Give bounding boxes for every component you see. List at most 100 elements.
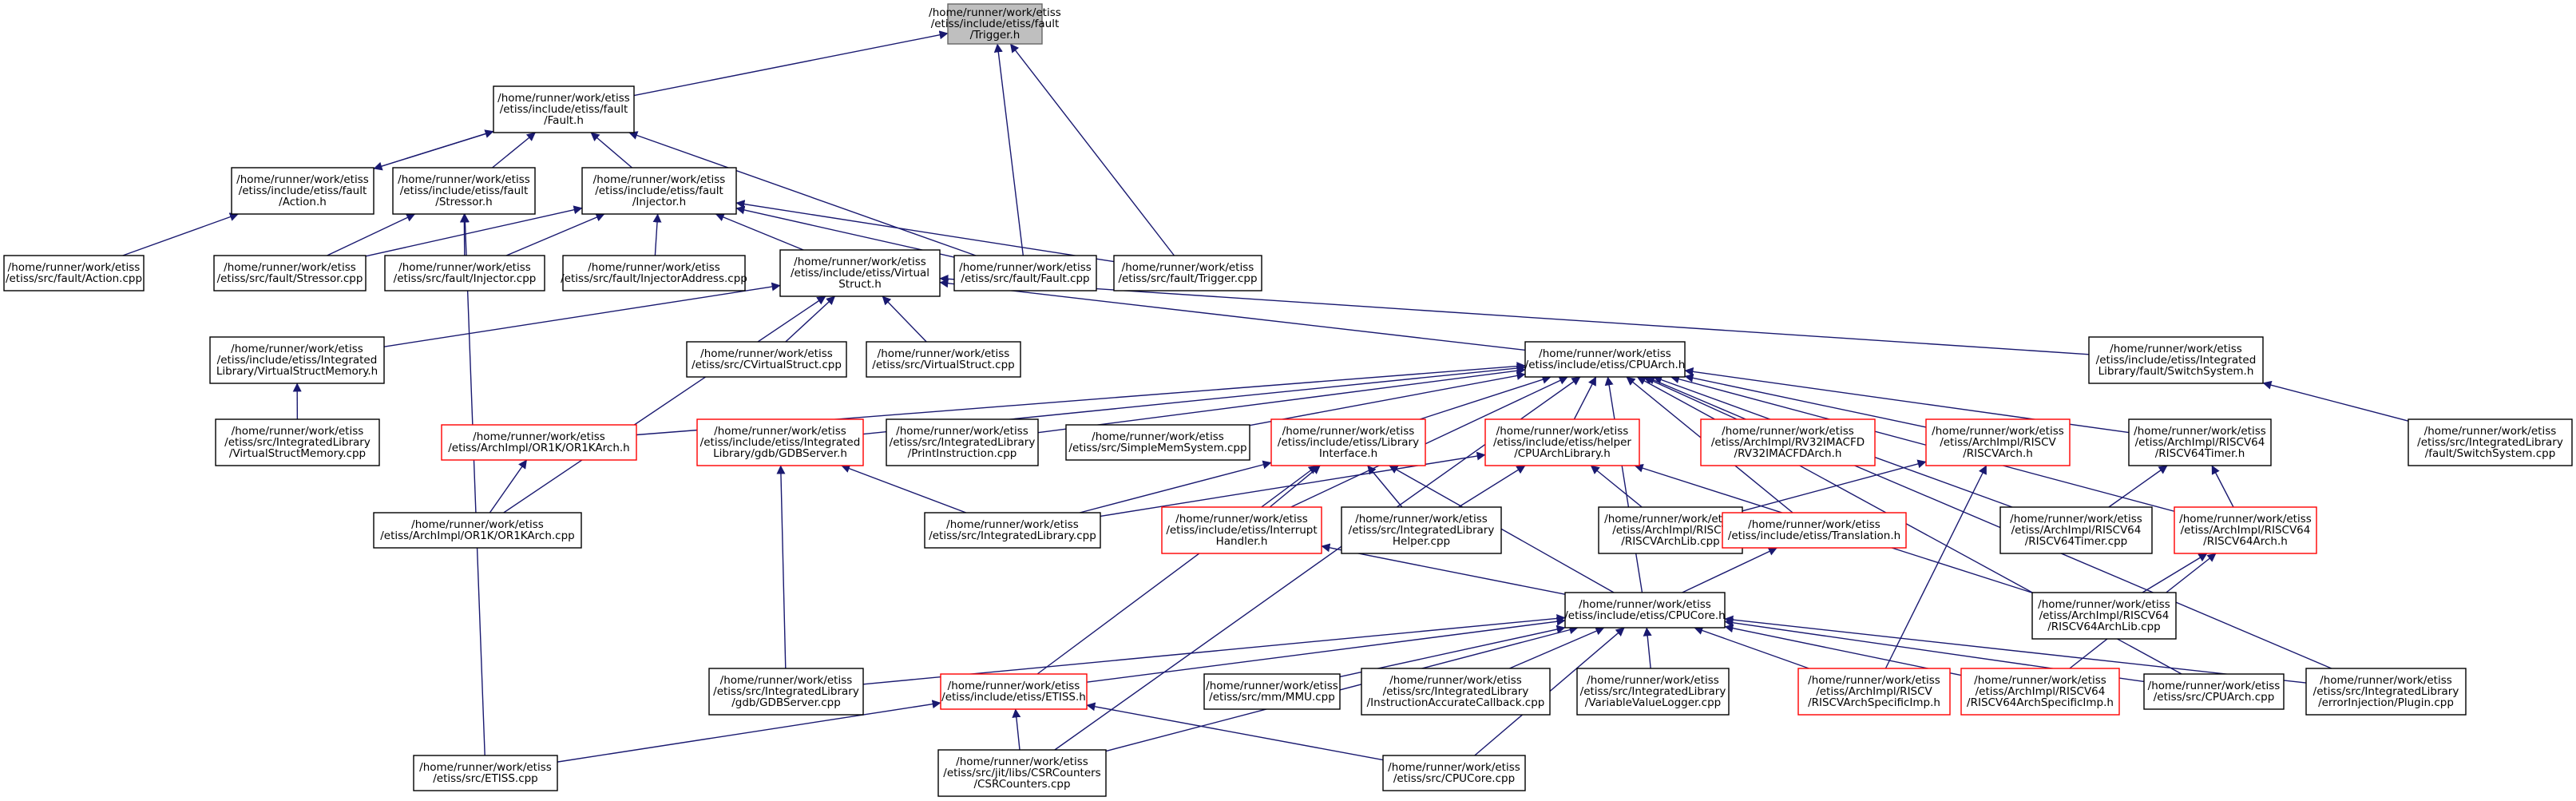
- node-label-line: /etiss/include/etiss/fault: [595, 184, 723, 197]
- node-label-line: /home/runner/work/etiss: [896, 425, 1028, 438]
- node-cpuarch_h[interactable]: /home/runner/work/etiss/etiss/include/et…: [1524, 341, 1686, 378]
- node-gdbserver_h[interactable]: /home/runner/work/etiss/etiss/include/et…: [696, 418, 864, 466]
- edge-virtualstruct_h-to-injector_h: [715, 212, 804, 251]
- node-label-line: Library/gdb/GDBServer.h: [713, 447, 847, 460]
- node-vsmemory_cpp[interactable]: /home/runner/work/etiss/etiss/src/Integr…: [215, 418, 380, 466]
- node-riscvspecificimp_h[interactable]: /home/runner/work/etiss/etiss/ArchImpl/R…: [1797, 668, 1951, 716]
- node-box: [2128, 418, 2272, 466]
- node-injector_cpp[interactable]: /home/runner/work/etiss/etiss/src/fault/…: [384, 255, 545, 291]
- node-helper_cpp[interactable]: /home/runner/work/etiss/etiss/src/Integr…: [1341, 506, 1502, 554]
- node-label-line: Struct.h: [838, 278, 882, 291]
- node-box: [1524, 341, 1686, 378]
- edge-cvirtualstruct_cpp-to-virtualstruct_h: [785, 295, 836, 343]
- node-plugin_cpp[interactable]: /home/runner/work/etiss/etiss/src/Integr…: [2305, 668, 2467, 716]
- node-label-line: /home/runner/work/etiss: [1604, 513, 1737, 525]
- node-label-line: /etiss/include/etiss/Integrated: [217, 354, 378, 367]
- node-riscv64timer_h[interactable]: /home/runner/work/etiss/etiss/ArchImpl/R…: [2128, 418, 2272, 466]
- node-riscv64timer_cpp[interactable]: /home/runner/work/etiss/etiss/ArchImpl/R…: [1999, 506, 2153, 554]
- node-cpucore_h[interactable]: /home/runner/work/etiss/etiss/include/et…: [1564, 592, 1726, 629]
- node-etiss_cpp[interactable]: /home/runner/work/etiss/etiss/src/ETISS.…: [413, 755, 558, 791]
- node-label-line: /etiss/ArchImpl/RV32IMACFD: [1711, 436, 1865, 449]
- node-label-line: /etiss/src/CPUArch.cpp: [2154, 691, 2275, 704]
- node-cpuarchlibrary_h[interactable]: /home/runner/work/etiss/etiss/include/et…: [1484, 418, 1640, 466]
- node-riscv64archlib_cpp[interactable]: /home/runner/work/etiss/etiss/ArchImpl/R…: [2031, 592, 2177, 640]
- node-translation_h[interactable]: /home/runner/work/etiss/etiss/include/et…: [1722, 512, 1907, 549]
- node-label-line: /CSRCounters.cpp: [973, 778, 1070, 791]
- node-vsmemory_h[interactable]: /home/runner/work/etiss/etiss/include/et…: [209, 336, 385, 384]
- node-csrcounters_cpp[interactable]: /home/runner/work/etiss/etiss/src/jit/li…: [937, 749, 1107, 797]
- node-box: [686, 341, 847, 378]
- node-switchsystem_cpp[interactable]: /home/runner/work/etiss/etiss/src/Integr…: [2408, 418, 2573, 466]
- node-label-line: /RISCVArchSpecificImp.h: [1808, 696, 1940, 709]
- node-label-line: /etiss/src/IntegratedLibrary: [1580, 685, 1726, 698]
- node-riscvarchlib_cpp[interactable]: /home/runner/work/etiss/etiss/ArchImpl/R…: [1598, 506, 1743, 554]
- node-injector_h[interactable]: /home/runner/work/etiss/etiss/include/et…: [581, 167, 737, 215]
- node-box: [2143, 673, 2285, 710]
- node-action_cpp[interactable]: /home/runner/work/etiss/etiss/src/fault/…: [3, 255, 145, 291]
- node-stressor_cpp[interactable]: /home/runner/work/etiss/etiss/src/fault/…: [213, 255, 367, 291]
- edge-fault_cpp-to-injector_h: [735, 205, 955, 258]
- node-label-line: /etiss/include/etiss/fault: [931, 18, 1060, 30]
- node-box: [1270, 418, 1426, 466]
- node-box: [562, 255, 746, 291]
- edge-libraryinterface_h-to-cpuarch_h: [1419, 375, 1552, 420]
- node-trigger_h[interactable]: /home/runner/work/etiss/etiss/include/et…: [929, 3, 1061, 45]
- node-box: [493, 85, 635, 133]
- node-cvirtualstruct_cpp[interactable]: /home/runner/work/etiss/etiss/src/CVirtu…: [686, 341, 847, 378]
- edge-switchsystem_h-to-virtualstruct_h: [939, 274, 2090, 355]
- edge-cpuarchlibrary_h-to-cpuarch_h: [1573, 376, 1597, 420]
- node-injectoraddress_cpp[interactable]: /home/runner/work/etiss/etiss/src/fault/…: [561, 255, 747, 291]
- node-simplememsystem_cpp[interactable]: /home/runner/work/etiss/etiss/src/Simple…: [1065, 424, 1250, 461]
- node-cpucore_cpp[interactable]: /home/runner/work/etiss/etiss/src/CPUCor…: [1382, 755, 1526, 791]
- node-valuelogger_cpp[interactable]: /home/runner/work/etiss/etiss/src/Integr…: [1576, 668, 1730, 716]
- node-label-line: /home/runner/work/etiss: [948, 680, 1080, 692]
- node-stressor_h[interactable]: /home/runner/work/etiss/etiss/include/et…: [392, 167, 536, 215]
- edge-switchsystem_cpp-to-switchsystem_h: [2262, 380, 2409, 422]
- node-or1karch_cpp[interactable]: /home/runner/work/etiss/etiss/ArchImpl/O…: [373, 512, 582, 549]
- node-box: [1203, 673, 1341, 710]
- node-label-line: /home/runner/work/etiss: [398, 173, 530, 186]
- node-cpuarch_cpp[interactable]: /home/runner/work/etiss/etiss/src/CPUArc…: [2143, 673, 2285, 710]
- node-label-line: /etiss/src/fault/Action.cpp: [6, 272, 142, 285]
- node-integratedlibrary_cpp[interactable]: /home/runner/work/etiss/etiss/src/Integr…: [924, 512, 1101, 549]
- node-label-line: /etiss/src/IntegratedLibrary: [713, 685, 859, 698]
- node-riscv64arch_h[interactable]: /home/runner/work/etiss/etiss/ArchImpl/R…: [2174, 506, 2317, 554]
- node-trigger_cpp[interactable]: /home/runner/work/etiss/etiss/src/fault/…: [1113, 255, 1262, 291]
- node-rv32imacfdarch_h[interactable]: /home/runner/work/etiss/etiss/ArchImpl/R…: [1700, 418, 1876, 466]
- node-virtualstruct_cpp[interactable]: /home/runner/work/etiss/etiss/src/Virtua…: [866, 341, 1021, 378]
- node-label-line: /home/runner/work/etiss: [1496, 425, 1629, 438]
- node-box: [1065, 424, 1250, 461]
- node-box: [779, 249, 941, 297]
- node-mmu_cpp[interactable]: /home/runner/work/etiss/etiss/src/mm/MMU…: [1203, 673, 1341, 710]
- node-label-line: /Action.h: [279, 196, 327, 208]
- node-label-line: /etiss/include/etiss/Virtual: [791, 267, 929, 280]
- node-box: [1161, 506, 1322, 554]
- node-gdbserver_cpp[interactable]: /home/runner/work/etiss/etiss/src/Integr…: [708, 668, 864, 716]
- node-iacallback_cpp[interactable]: /home/runner/work/etiss/etiss/src/Integr…: [1361, 668, 1551, 716]
- node-printinstruction_cpp[interactable]: /home/runner/work/etiss/etiss/src/Integr…: [886, 418, 1039, 466]
- node-label-line: /Trigger.h: [970, 29, 1020, 42]
- node-virtualstruct_h[interactable]: /home/runner/work/etiss/etiss/include/et…: [779, 249, 941, 297]
- node-riscv64specificimp_h[interactable]: /home/runner/work/etiss/etiss/ArchImpl/R…: [1960, 668, 2120, 716]
- node-label-line: /etiss/include/etiss/fault: [500, 103, 628, 116]
- edge-rv32imacfdarch_h-to-cpuarch_h: [1643, 376, 1738, 420]
- node-or1karch_h[interactable]: /home/runner/work/etiss/etiss/ArchImpl/O…: [441, 424, 637, 461]
- node-box: [1564, 592, 1726, 629]
- node-switchsystem_h[interactable]: /home/runner/work/etiss/etiss/include/et…: [2088, 336, 2264, 384]
- node-fault_h[interactable]: /home/runner/work/etiss/etiss/include/et…: [493, 85, 635, 133]
- node-etiss_h[interactable]: /home/runner/work/etiss/etiss/include/et…: [940, 673, 1088, 710]
- node-box: [1999, 506, 2153, 554]
- node-label-line: /etiss/include/etiss/fault: [239, 184, 367, 197]
- node-label-line: /home/runner/work/etiss: [419, 761, 552, 774]
- edge-action_cpp-to-action_h: [122, 212, 239, 256]
- node-label-line: /etiss/src/VirtualStruct.cpp: [872, 359, 1014, 371]
- node-libraryinterface_h[interactable]: /home/runner/work/etiss/etiss/include/et…: [1270, 418, 1426, 466]
- node-fault_cpp[interactable]: /home/runner/work/etiss/etiss/src/fault/…: [953, 255, 1097, 291]
- node-riscvarch_h[interactable]: /home/runner/work/etiss/etiss/ArchImpl/R…: [1925, 418, 2071, 466]
- node-label-line: /errorInjection/Plugin.cpp: [2318, 696, 2454, 709]
- node-interrupthandler_h[interactable]: /home/runner/work/etiss/etiss/include/et…: [1161, 506, 1322, 554]
- node-label-line: /home/runner/work/etiss: [2424, 425, 2557, 438]
- node-label-line: /home/runner/work/etiss: [2010, 513, 2142, 525]
- node-label-line: Interface.h: [1319, 447, 1377, 460]
- node-action_h[interactable]: /home/runner/work/etiss/etiss/include/et…: [231, 167, 375, 215]
